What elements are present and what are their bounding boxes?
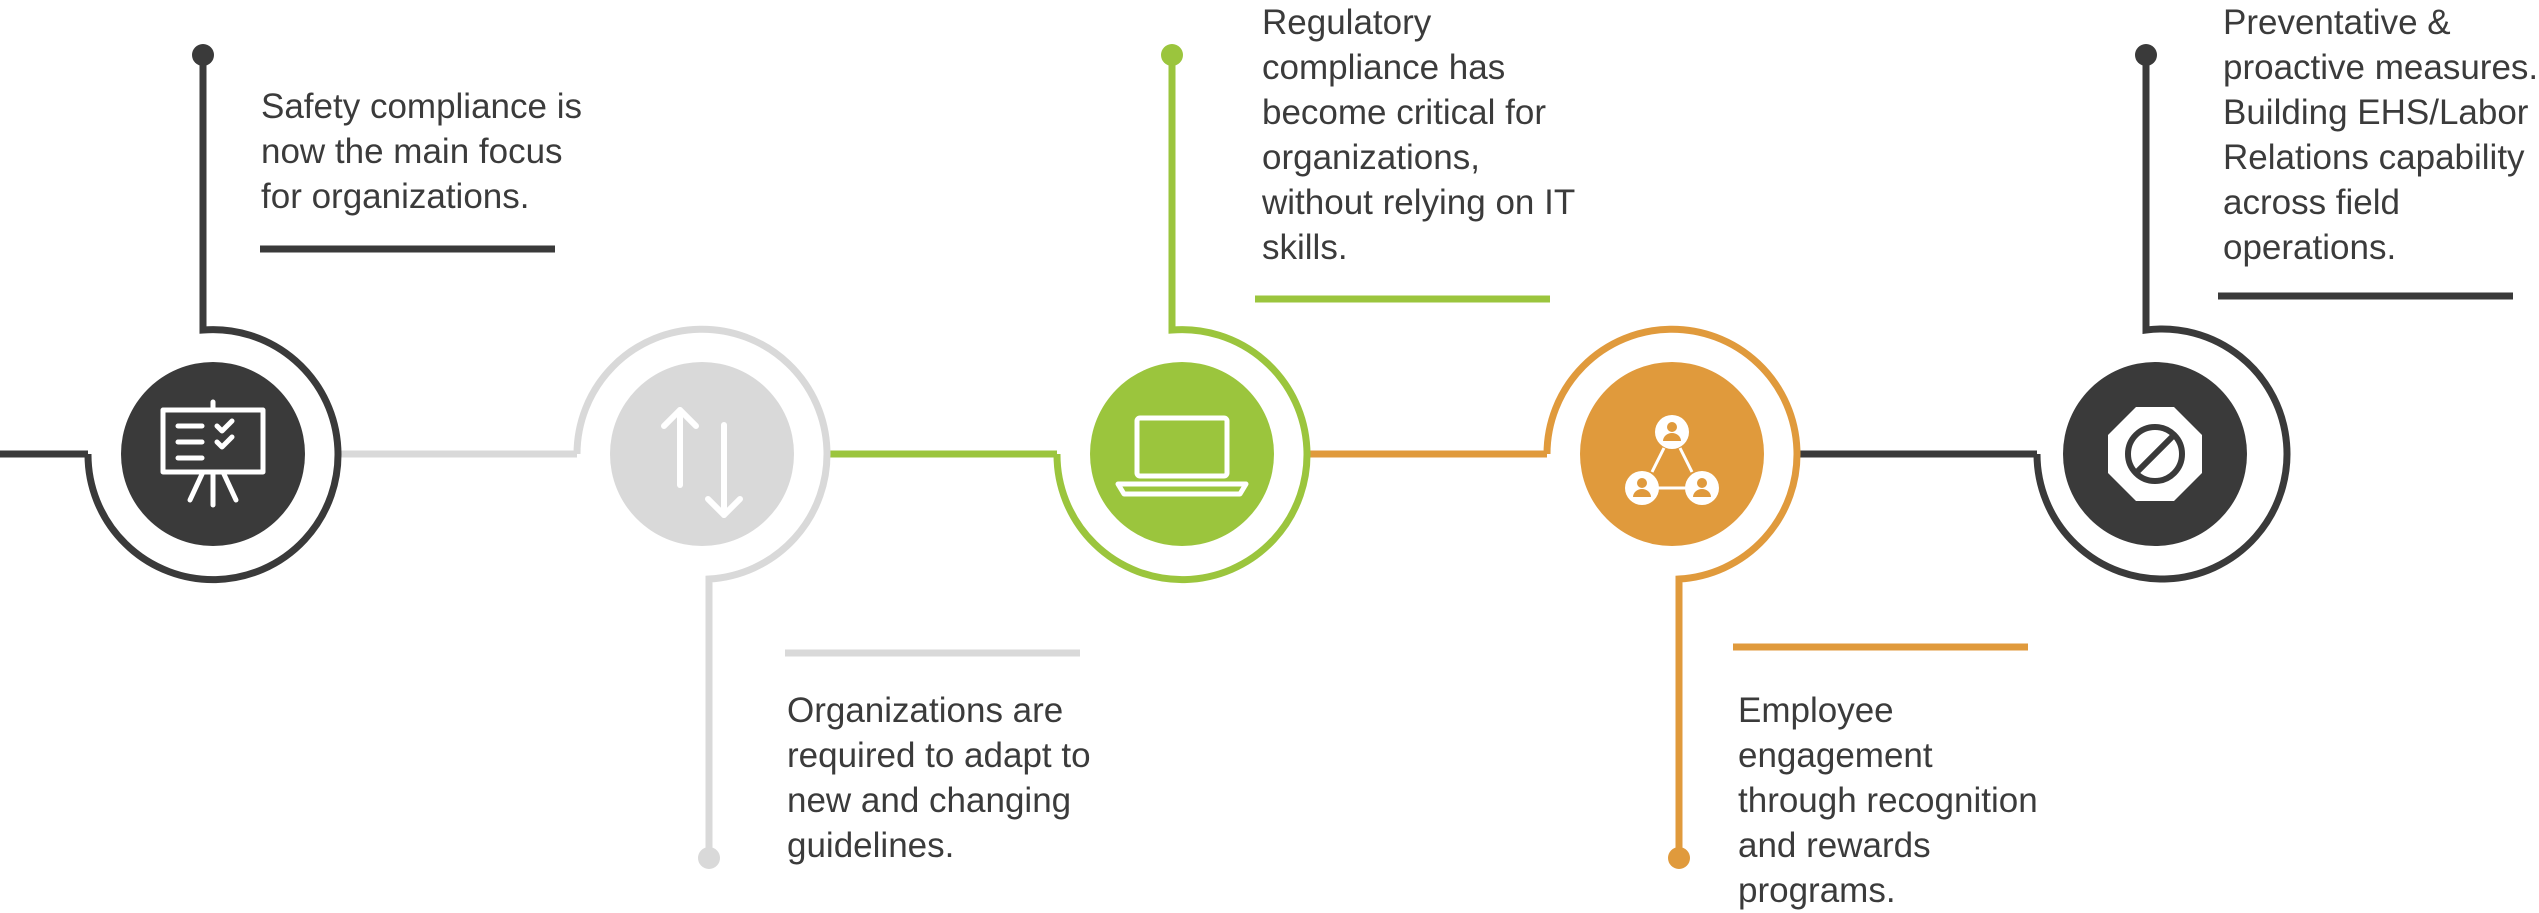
caption-line: Organizations are: [787, 691, 1064, 730]
step-1-dot: [192, 44, 214, 66]
step-5-caption: Preventative & proactive measures. Build…: [2223, 0, 2538, 270]
stop-sign-icon: [2108, 407, 2202, 501]
caption-line: organizations,: [1262, 138, 1480, 177]
step-4-caption: Employee engagement through recognition …: [1738, 688, 2038, 913]
caption-line: Building EHS/Labor: [2223, 93, 2529, 132]
step-3-caption: Regulatory compliance has become critica…: [1262, 0, 1575, 270]
step-2-arc: [573, 325, 831, 858]
caption-line: Preventative &: [2223, 3, 2451, 42]
caption-line: proactive measures.: [2223, 48, 2539, 87]
step-5-dot: [2135, 44, 2157, 66]
caption-line: compliance has: [1262, 48, 1506, 87]
step-1: [84, 44, 555, 584]
caption-line: Safety compliance is: [261, 87, 582, 126]
caption-line: now the main focus: [261, 132, 563, 171]
step-3-arc: [1053, 55, 1311, 584]
step-1-arc: [84, 55, 342, 584]
step-3: [1053, 44, 1550, 584]
people-network-icon: [1625, 415, 1719, 505]
step-3-circle: [1090, 362, 1274, 546]
step-4-circle: [1580, 362, 1764, 546]
step-4-arc: [1543, 325, 1801, 858]
presentation-board-icon: [160, 399, 266, 508]
step-1-caption: Safety compliance is now the main focus …: [261, 84, 582, 219]
step-2-circle: [610, 362, 794, 546]
caption-line: Employee: [1738, 691, 1894, 730]
step-1-circle: [121, 362, 305, 546]
up-down-arrows-icon: [661, 407, 743, 518]
caption-line: become critical for: [1262, 93, 1546, 132]
step-4-dot: [1668, 847, 1690, 869]
step-2: [573, 325, 1080, 869]
caption-line: guidelines.: [787, 826, 955, 865]
caption-line: engagement: [1738, 736, 1933, 775]
step-5-arc: [2033, 55, 2291, 583]
step-5: [2033, 44, 2513, 583]
caption-line: through recognition: [1738, 781, 2038, 820]
caption-line: for organizations.: [261, 177, 530, 216]
laptop-icon: [1115, 415, 1249, 497]
caption-line: and rewards: [1738, 826, 1931, 865]
caption-line: required to adapt to: [787, 736, 1091, 775]
caption-line: across field: [2223, 183, 2401, 222]
caption-line: new and changing: [787, 781, 1072, 820]
caption-line: operations.: [2223, 228, 2397, 267]
step-2-caption: Organizations are required to adapt to n…: [787, 688, 1091, 868]
step-3-dot: [1161, 44, 1183, 66]
step-2-dot: [698, 847, 720, 869]
step-4: [1543, 325, 2028, 869]
caption-line: programs.: [1738, 871, 1896, 910]
caption-line: Regulatory: [1262, 3, 1432, 42]
caption-line: skills.: [1262, 228, 1348, 267]
caption-line: Relations capability: [2223, 138, 2525, 177]
caption-line: without relying on IT: [1262, 183, 1576, 222]
